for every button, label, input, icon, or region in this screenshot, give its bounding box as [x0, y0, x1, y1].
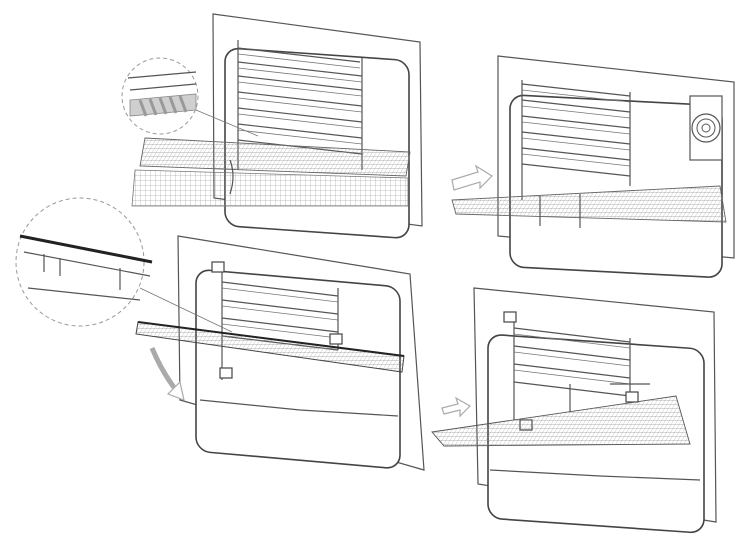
step-3-oven-view	[16, 198, 424, 470]
bracket-top-left	[212, 262, 224, 272]
step-2-fan-cover	[690, 96, 722, 160]
step-2-oven-view	[452, 56, 734, 278]
step-4-oven-view	[432, 288, 716, 533]
right-arrow-icon	[452, 166, 492, 190]
step-1-oven-view	[122, 14, 422, 239]
bracket-top-left	[504, 312, 516, 322]
bracket-bottom-right	[626, 392, 638, 402]
right-arrow-icon	[442, 398, 470, 416]
bracket-bottom-left	[220, 368, 232, 378]
bracket-bottom-right	[330, 334, 342, 344]
step-1-oven-cavity	[225, 48, 409, 239]
